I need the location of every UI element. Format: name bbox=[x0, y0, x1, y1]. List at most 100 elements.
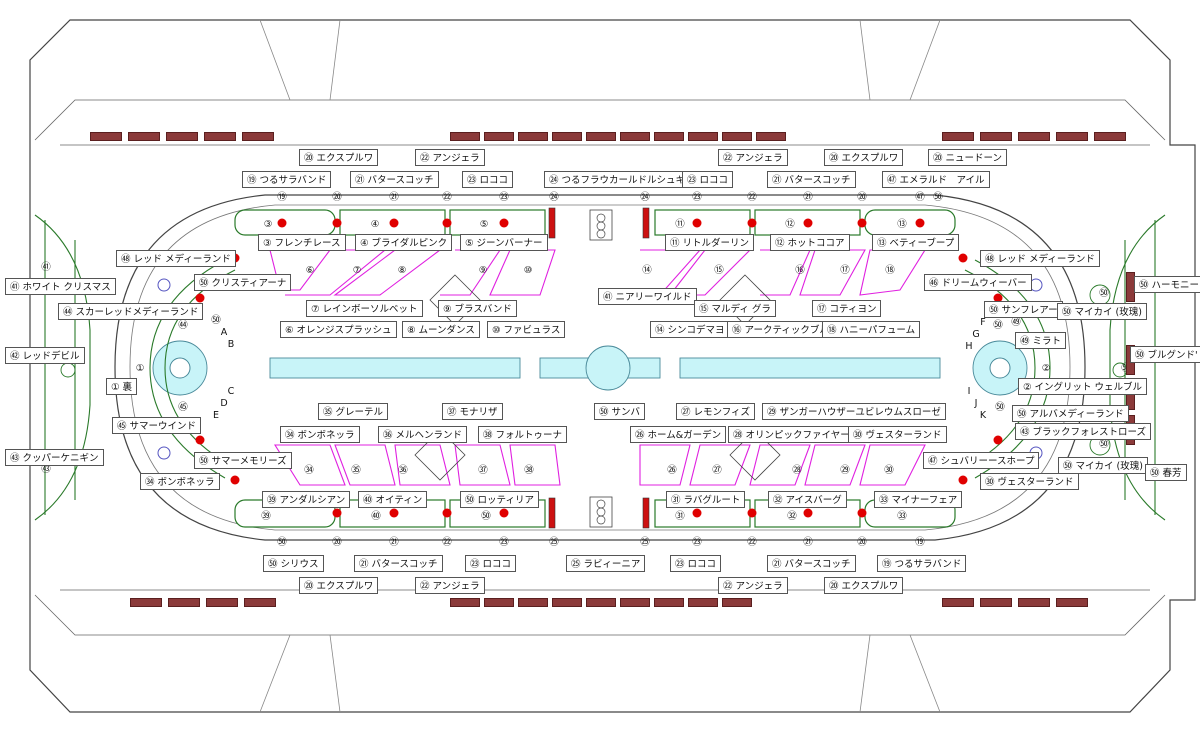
label: ㊹ スカーレッドメディーランド bbox=[58, 303, 204, 320]
label: ㉒ アンジェラ bbox=[415, 149, 485, 166]
bed-number: E bbox=[213, 410, 219, 421]
bed-number: ㉛ bbox=[675, 511, 685, 522]
label: ㊸ クッパーケニギン bbox=[5, 449, 104, 466]
bed-number: ㊼ bbox=[915, 192, 925, 203]
bed-number: ⑪ bbox=[675, 219, 685, 230]
bed-number: ④ bbox=[371, 219, 380, 230]
label: ㉟ グレーテル bbox=[318, 403, 389, 420]
label: ㊿ サマーメモリーズ bbox=[194, 452, 292, 469]
label: ⑫ ホットココア bbox=[770, 234, 850, 251]
label: ㉓ ロココ bbox=[462, 171, 514, 188]
bed-number: ㉘ bbox=[792, 465, 802, 476]
bed-number: I bbox=[968, 386, 971, 397]
bed-number: ㉑ bbox=[803, 537, 813, 548]
bed-number: ㉒ bbox=[442, 537, 452, 548]
label: ㊿ クリスティアーナ bbox=[194, 274, 292, 291]
label: ㊿ マイカイ (玫瑰) bbox=[1058, 457, 1148, 474]
bed-number: ㊾ bbox=[1011, 317, 1021, 328]
label: ㉕ ラビィーニア bbox=[566, 555, 646, 572]
red-markers bbox=[195, 218, 1003, 518]
bed-number: ⑩ bbox=[524, 265, 533, 276]
label: ⑮ マルディ グラ bbox=[694, 300, 776, 317]
bed-number: D bbox=[220, 398, 227, 409]
label: ⑤ ジーンバーナー bbox=[460, 234, 548, 251]
label: ⑪ リトルダーリン bbox=[665, 234, 755, 251]
bed-number: ㉓ bbox=[499, 192, 509, 203]
bed-number: ㊳ bbox=[524, 465, 534, 476]
bed-number: ⑮ bbox=[714, 265, 724, 276]
bed-number: ㊶ bbox=[41, 262, 51, 273]
central-canal bbox=[152, 340, 1028, 396]
bed-number: B bbox=[228, 339, 235, 350]
bed-number: ① bbox=[136, 363, 145, 374]
label: ⑥ オレンジスプラッシュ bbox=[280, 321, 397, 338]
bed-number: ㉒ bbox=[747, 537, 757, 548]
bed-number: H bbox=[965, 341, 972, 352]
bed-number: ⑦ bbox=[353, 265, 362, 276]
bed-number: ⑳ bbox=[332, 192, 342, 203]
bed-number: ⑫ bbox=[785, 219, 795, 230]
top-path-line bbox=[34, 99, 1166, 146]
gate-circles bbox=[596, 213, 606, 525]
label: ⑨ ブラスバンド bbox=[438, 300, 517, 317]
bed-number: ⑳ bbox=[332, 537, 342, 548]
label: ㉝ マイナーフェア bbox=[874, 491, 963, 508]
bed-number: ㉟ bbox=[351, 465, 361, 476]
label: ⑲ つるサラバンド bbox=[242, 171, 332, 188]
bed-number: ㉓ bbox=[499, 537, 509, 548]
label: ⑲ つるサラバンド bbox=[877, 555, 967, 572]
bed-number: ⑱ bbox=[885, 265, 895, 276]
bed-number: ㊿ bbox=[995, 402, 1005, 413]
bed-number: ⑨ bbox=[479, 265, 488, 276]
label: ④ ブライダルピンク bbox=[355, 234, 453, 251]
label: ㊳ フォルトゥーナ bbox=[478, 426, 568, 443]
label: ㊸ ブラックフォレストローズ bbox=[1015, 423, 1152, 440]
bed-number: ⑥ bbox=[306, 265, 315, 276]
label: ⑳ ニュードーン bbox=[928, 149, 1008, 166]
label: ㉑ バタースコッチ bbox=[767, 555, 856, 572]
label: ㊿ サンフレアー bbox=[984, 301, 1063, 318]
label: ㊿ サンバ bbox=[594, 403, 646, 420]
label: ㉒ アンジェラ bbox=[718, 577, 788, 594]
bed-number: ㊿ bbox=[277, 537, 287, 548]
label: ㊿ ブルグンド' 81 bbox=[1130, 346, 1200, 363]
bed-number: ㊵ bbox=[371, 511, 381, 522]
bed-number: ⑭ bbox=[642, 265, 652, 276]
bed-number: ㊱ bbox=[398, 465, 408, 476]
bed-number: ㉑ bbox=[803, 192, 813, 203]
label: ㊲ モナリザ bbox=[442, 403, 503, 420]
bed-number: ㉚ bbox=[884, 465, 894, 476]
center-pillars bbox=[548, 207, 650, 529]
bottom-path-line bbox=[34, 589, 1166, 636]
label: ㉘ オリンピックファイヤー bbox=[728, 426, 855, 443]
bed-number: ㉒ bbox=[747, 192, 757, 203]
label: ㉔ つるフラウカールドルシュキ bbox=[544, 171, 691, 188]
label: ㉑ バタースコッチ bbox=[767, 171, 856, 188]
bed-number: ㊿ bbox=[211, 315, 221, 326]
label: ⑳ エクスプルワ bbox=[824, 149, 904, 166]
label: ⑦ レインボーソルベット bbox=[306, 300, 423, 317]
bed-number: ⑰ bbox=[840, 265, 850, 276]
bed-number: ㊹ bbox=[178, 320, 188, 331]
gate-blocks bbox=[589, 209, 613, 528]
bed-number: ㉜ bbox=[787, 511, 797, 522]
bed-number: ㉙ bbox=[840, 465, 850, 476]
label: ⑧ ムーンダンス bbox=[402, 321, 480, 338]
label: ㊵ オイティン bbox=[358, 491, 428, 508]
label: ㉖ ホーム&ガーデン bbox=[630, 426, 727, 443]
label: ㉞ ボンボネッラ bbox=[280, 426, 360, 443]
bed-number: ⑲ bbox=[277, 192, 287, 203]
label: ㉒ アンジェラ bbox=[718, 149, 788, 166]
bed-number: ㊴ bbox=[261, 511, 271, 522]
label: ㉓ ロココ bbox=[465, 555, 517, 572]
bed-number: ⑲ bbox=[915, 537, 925, 548]
label: ㉒ アンジェラ bbox=[415, 577, 485, 594]
bed-number: F bbox=[980, 317, 985, 328]
label: ㊼ エメラルド アイル bbox=[882, 171, 990, 188]
label: ⑳ エクスプルワ bbox=[824, 577, 904, 594]
central-garden-outline bbox=[114, 194, 1086, 541]
label: ㉑ バタースコッチ bbox=[350, 171, 439, 188]
bed-number: ㊿ bbox=[481, 511, 491, 522]
